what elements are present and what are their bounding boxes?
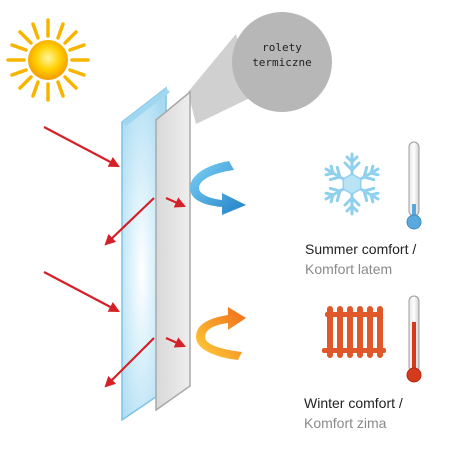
incoming-ray-arrow bbox=[43, 271, 120, 313]
thermal-blind bbox=[155, 90, 191, 412]
reflected-ray-arrow bbox=[104, 337, 155, 388]
summer-comfort-subtitle: Komfort latem bbox=[305, 261, 393, 277]
incoming-ray-arrow bbox=[43, 126, 120, 168]
sun-icon bbox=[6, 18, 90, 102]
cold-air-arrow bbox=[190, 161, 246, 215]
transmitted-ray-arrow bbox=[165, 196, 187, 208]
summer-comfort-title: Summer comfort / bbox=[305, 241, 417, 257]
callout-bubble bbox=[188, 12, 332, 124]
callout-label: rolety termiczne bbox=[237, 40, 327, 70]
winter-ray-arrows bbox=[43, 271, 187, 388]
transmitted-ray-arrow bbox=[165, 336, 187, 348]
callout-line-1: rolety bbox=[262, 41, 302, 54]
glass-pane bbox=[121, 86, 170, 422]
thermometer-cold-icon bbox=[406, 141, 422, 230]
reflected-ray-arrow bbox=[104, 197, 155, 246]
warm-air-arrow bbox=[196, 307, 246, 360]
winter-comfort-subtitle: Komfort zima bbox=[304, 415, 387, 431]
summer-ray-arrows bbox=[43, 126, 187, 246]
thermometer-hot-icon bbox=[406, 295, 422, 383]
callout-line-2: termiczne bbox=[252, 56, 312, 69]
snowflake-icon bbox=[321, 152, 383, 216]
radiator-icon bbox=[322, 306, 386, 358]
winter-comfort-title: Winter comfort / bbox=[304, 395, 403, 411]
